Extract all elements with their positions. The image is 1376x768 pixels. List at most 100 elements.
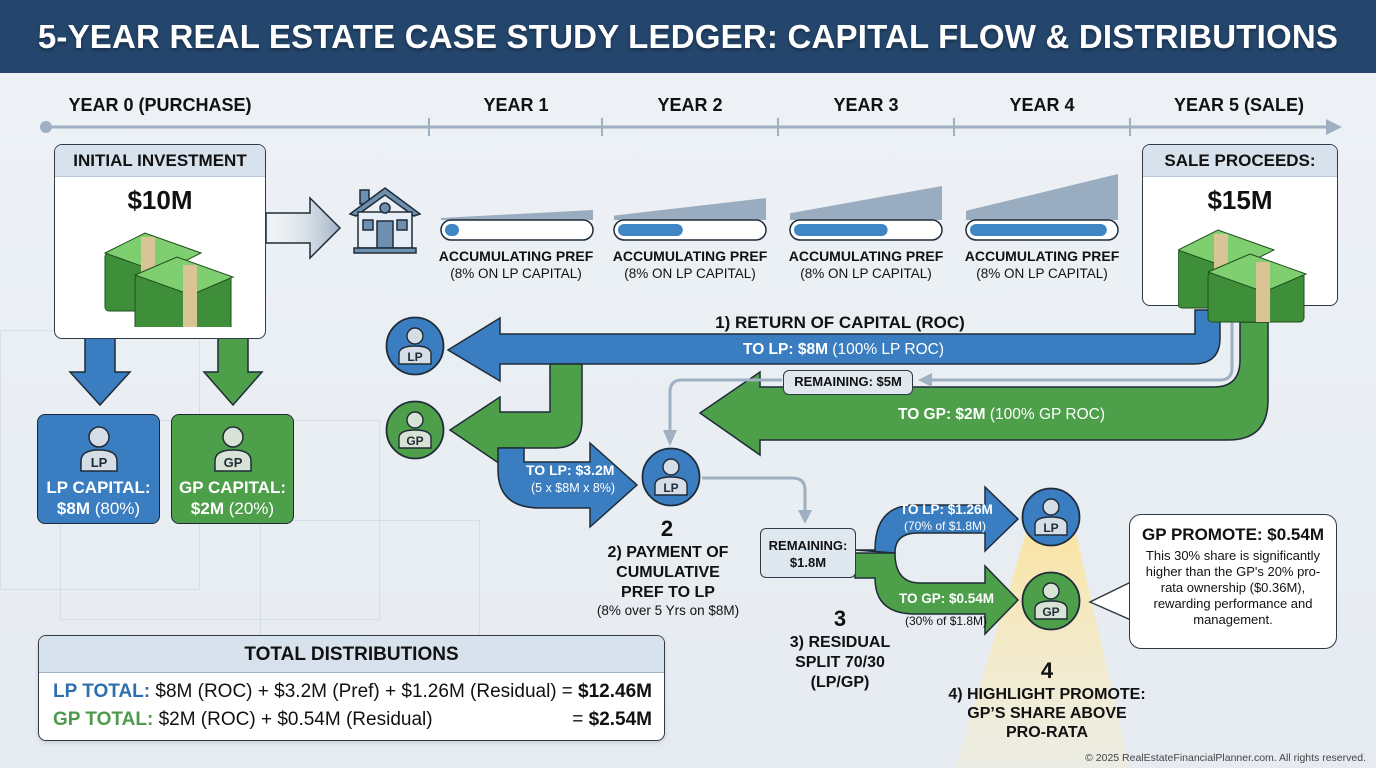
lp-capital-title: LP CAPITAL:: [46, 478, 151, 497]
timeline-start-dot: [40, 121, 52, 133]
remaining-connector: [930, 320, 1234, 382]
initial-investment-card: INITIAL INVESTMENT $10M: [54, 144, 266, 339]
callout-body: This 30% share is significantly higher t…: [1145, 548, 1321, 627]
timeline-label-year3: YEAR 3: [833, 95, 899, 115]
step1-lp-person-icon: LP: [385, 316, 445, 376]
house-icon: [348, 187, 422, 254]
pref-progress-fill: [970, 224, 1107, 236]
roc-lp-flow-label: TO LP: $8M (100% LP ROC): [743, 341, 944, 359]
pref-label-year3: ACCUMULATING PREF (8% ON LP CAPITAL): [781, 248, 951, 282]
residual-lp-amount: TO LP: $1.26M: [900, 502, 993, 517]
cash-stack-icon: [103, 232, 235, 327]
svg-text:GP: GP: [1042, 605, 1059, 619]
gp-total-value: $2.54M: [588, 709, 652, 730]
roc-gp-amount: TO GP: $2M: [898, 406, 986, 423]
callout-title: GP PROMOTE: $0.54M: [1141, 525, 1324, 544]
roc-gp-branch: [448, 363, 583, 466]
pref-title: ACCUMULATING PREF: [438, 248, 594, 264]
gp-total-formula: $2M (ROC) + $0.54M (Residual): [158, 709, 433, 730]
timeline-axis: [40, 118, 1342, 136]
totals-title: TOTAL DISTRIBUTIONS: [39, 636, 664, 673]
pref-subtitle: (8% ON LP CAPITAL): [976, 266, 1108, 281]
step4-title: 4) HIGHLIGHT PROMOTE: GP’S SHARE ABOVE P…: [935, 685, 1159, 742]
gp-capital-pct: (20%): [228, 499, 275, 518]
header-bar: 5-YEAR REAL ESTATE CASE STUDY LEDGER: CA…: [0, 0, 1376, 73]
remaining-connector-2: [702, 476, 807, 512]
initial-investment-title: INITIAL INVESTMENT: [55, 145, 265, 177]
svg-text:LP: LP: [1043, 521, 1058, 535]
gp-capital-arrow: [202, 337, 264, 407]
pref-subtitle: (8% ON LP CAPITAL): [450, 266, 582, 281]
svg-text:GP: GP: [406, 434, 423, 448]
step3-title-line: (LP/GP): [810, 674, 870, 691]
gp-capital-box: GP GP CAPITAL: $2M (20%): [171, 414, 294, 524]
step4-title-line: GP’S SHARE ABOVE: [967, 705, 1127, 722]
residual-gp-flow: [854, 552, 1020, 636]
residual-gp-note: (30% of $1.8M): [905, 614, 988, 628]
page-title: 5-YEAR REAL ESTATE CASE STUDY LEDGER: CA…: [37, 17, 1339, 55]
gp-person-icon: GP: [214, 426, 252, 472]
step3-number: 3: [833, 606, 847, 631]
gp-total-row: GP TOTAL: $2M (ROC) + $0.54M (Residual) …: [53, 709, 652, 731]
step3-lp-person-icon: LP: [1021, 487, 1081, 547]
lp-total-eq: =: [561, 681, 573, 702]
lp-person-icon: LP: [80, 426, 118, 472]
pref-label-year4: ACCUMULATING PREF (8% ON LP CAPITAL): [957, 248, 1127, 282]
roc-gp-flow-label: TO GP: $2M (100% GP ROC): [898, 406, 1105, 424]
roc-gp-note: (100% GP ROC): [989, 406, 1106, 423]
pref-subtitle: (8% ON LP CAPITAL): [624, 266, 756, 281]
step4-title-line: PRO-RATA: [1005, 724, 1089, 741]
lp-total-formula: $8M (ROC) + $3.2M (Pref) + $1.26M (Resid…: [155, 681, 557, 702]
timeline-label-year4: YEAR 4: [1009, 95, 1075, 115]
remaining-label: REMAINING:: [768, 538, 848, 553]
step4-number: 4: [1040, 658, 1054, 683]
sale-proceeds-title: SALE PROCEEDS:: [1143, 145, 1337, 177]
pref-lp-flow: [497, 441, 639, 529]
total-distributions-panel: TOTAL DISTRIBUTIONS LP TOTAL: $8M (ROC) …: [38, 635, 665, 741]
step3-gp-person-icon: GP: [1021, 571, 1081, 631]
gp-total-label: GP TOTAL:: [53, 709, 154, 730]
pref-accrual-wedge: [966, 174, 1118, 220]
pref-accrual-bars: [440, 174, 1119, 241]
step3-title-line: 3) RESIDUAL: [789, 634, 891, 651]
step4-title-line: 4) HIGHLIGHT PROMOTE:: [948, 686, 1146, 703]
residual-gp-label: TO GP: $0.54M: [899, 591, 994, 606]
lp-capital-box: LP LP CAPITAL: $8M (80%): [37, 414, 160, 524]
pref-progress-fill: [445, 224, 459, 236]
gp-badge-text: GP: [224, 455, 243, 470]
initial-investment-value: $10M: [127, 185, 193, 215]
pref-title: ACCUMULATING PREF: [788, 248, 944, 264]
pref-title: ACCUMULATING PREF: [612, 248, 768, 264]
lp-capital-amount: $8M: [56, 499, 90, 518]
pref-progress-fill: [794, 224, 888, 236]
gp-promote-callout: GP PROMOTE: $0.54M This 30% share is sig…: [1129, 514, 1337, 649]
pref-accrual-wedge: [790, 186, 942, 220]
step2-note: (8% over 5 Yrs on $8M): [596, 603, 740, 618]
copyright-footer: © 2025 RealEstateFinancialPlanner.com. A…: [1085, 752, 1366, 764]
roc-lp-note: (100% LP ROC): [832, 341, 944, 358]
step1-title: 1) RETURN OF CAPITAL (ROC): [715, 313, 965, 332]
pref-accrual-wedge: [614, 198, 766, 220]
pref-progress-fill: [618, 224, 683, 236]
gp-capital-amount: $2M: [190, 499, 224, 518]
pref-accrual-wedge: [441, 210, 593, 220]
residual-lp-flow: [854, 485, 1020, 554]
pref-progress-track: [440, 219, 594, 241]
pref-flow-amount: TO LP: $3.2M: [526, 462, 615, 478]
svg-text:LP: LP: [663, 481, 678, 495]
timeline-label-year0: YEAR 0 (PURCHASE): [68, 95, 252, 115]
lp-capital-arrow: [68, 337, 132, 407]
step2-title-line: PREF TO LP: [621, 584, 715, 601]
roc-lp-flow: [446, 309, 1221, 383]
sale-proceeds-card: SALE PROCEEDS: $15M: [1142, 144, 1338, 306]
pref-label-year2: ACCUMULATING PREF (8% ON LP CAPITAL): [605, 248, 775, 282]
residual-lp-note: (70% of $1.8M): [904, 519, 987, 533]
residual-gp-amount: TO GP: $0.54M: [899, 591, 995, 606]
remaining-1-8m-pill: REMAINING: $1.8M: [760, 528, 856, 578]
lp-capital-pct: (80%): [94, 499, 141, 518]
lp-total-label: LP TOTAL:: [53, 681, 151, 702]
svg-text:LP: LP: [407, 350, 422, 364]
step2-title-line: CUMULATIVE: [616, 564, 720, 581]
timeline-label-year2: YEAR 2: [657, 95, 723, 115]
